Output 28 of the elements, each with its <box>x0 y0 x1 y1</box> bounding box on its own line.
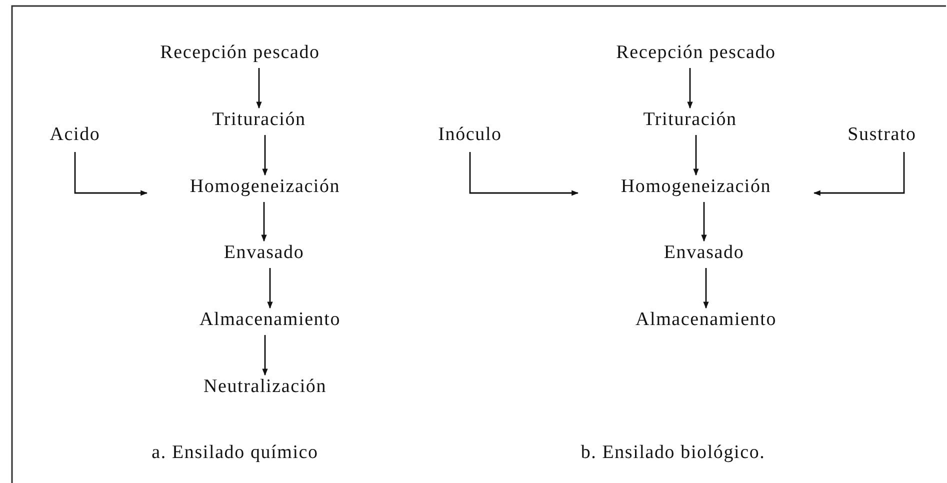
input-label: Acido <box>46 122 104 148</box>
arrow <box>256 68 262 109</box>
arrow <box>262 335 268 376</box>
arrow <box>262 135 268 176</box>
arrow <box>693 135 699 176</box>
caption: a. Ensilado químico <box>150 441 320 465</box>
process-step: Almacenamiento <box>196 307 344 333</box>
process-step: Almacenamiento <box>632 307 780 333</box>
input-label: Inóculo <box>435 122 505 148</box>
arrow <box>267 268 273 309</box>
arrow <box>74 152 148 196</box>
arrow <box>687 68 693 109</box>
process-step: Envasado <box>220 240 308 266</box>
process-step: Homogeneización <box>618 174 774 200</box>
process-step: Recepción pescado <box>613 40 779 66</box>
process-step: Trituración <box>640 107 740 133</box>
process-step: Homogeneización <box>186 174 344 200</box>
input-label: Sustrato <box>844 122 920 148</box>
arrow <box>813 152 905 196</box>
arrow <box>469 152 579 196</box>
arrow <box>703 268 709 309</box>
arrow <box>701 202 707 242</box>
process-step: Trituración <box>209 107 309 133</box>
arrow <box>261 202 267 242</box>
process-step: Envasado <box>660 240 748 266</box>
caption: b. Ensilado biológico. <box>580 441 766 465</box>
process-step: Neutralización <box>200 374 330 400</box>
process-step: Recepción pescado <box>157 40 323 66</box>
